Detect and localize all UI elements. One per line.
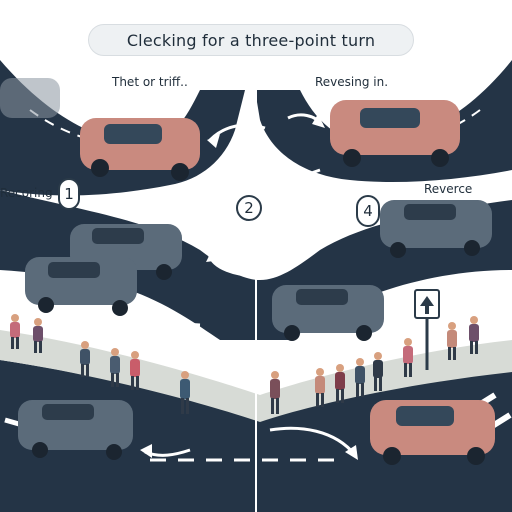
pedestrian [447, 322, 457, 360]
pedestrians [10, 314, 479, 414]
pedestrian [373, 352, 383, 391]
arrow-left-lane-head [184, 320, 196, 332]
pedestrian [180, 371, 190, 414]
car-pink-bottom-right [370, 400, 495, 465]
pedestrian [80, 341, 90, 377]
car-pink-top-right [330, 100, 460, 167]
pedestrian [355, 358, 365, 397]
pedestrian [130, 351, 140, 390]
car-gray-bottom-left [18, 400, 133, 460]
cars [0, 78, 495, 465]
step-badge-4: 4 [356, 195, 380, 227]
arrow-lower-left-head [140, 444, 152, 458]
arrow-left-lane [139, 318, 191, 327]
pedestrian [335, 364, 345, 403]
pedestrian [10, 314, 20, 349]
step-badge-1: 1 [58, 178, 80, 210]
arrow-mid-right-head [285, 176, 298, 188]
direction-arrows [139, 113, 358, 460]
car-pink-top-left [80, 118, 200, 181]
label-left: Recoring [0, 186, 53, 200]
car-gray-center-right [272, 285, 384, 341]
pedestrian [469, 316, 479, 354]
arrow-top-right-head [312, 114, 325, 128]
pedestrian [403, 338, 413, 377]
car-gray-mid-right [380, 200, 492, 258]
arrow-lower-right-head [345, 445, 358, 460]
pedestrian [33, 318, 43, 353]
arrow-top-left-head [207, 134, 220, 148]
label-top-right: Revesing in. [315, 75, 389, 89]
label-top-left: Thet or triff.. [112, 75, 188, 89]
step-badge-2: 2 [236, 195, 262, 221]
label-right: Reverce [424, 182, 473, 196]
car-gray-blur-top-left [0, 78, 60, 118]
title-banner: Clecking for a three-point turn [88, 24, 414, 56]
arrow-sign-icon [414, 289, 440, 370]
pedestrian [270, 371, 280, 414]
arrow-lower-right [269, 426, 357, 456]
pedestrian [315, 368, 325, 407]
pedestrian [110, 348, 120, 387]
car-gray-mid-left-2 [25, 257, 137, 316]
arrow-top-left [208, 123, 266, 142]
